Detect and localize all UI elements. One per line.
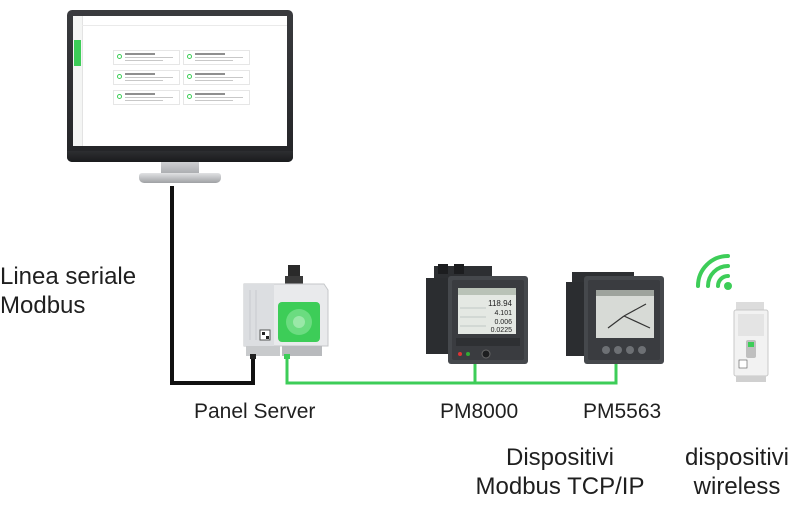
screen-tile <box>183 50 250 65</box>
screen-topbar <box>82 16 287 26</box>
screen-tile <box>183 90 250 105</box>
pm5563-meter <box>566 272 664 364</box>
monitor-screen <box>73 16 287 146</box>
wireless-devices-label-line1: dispositivi <box>684 444 790 471</box>
pm5563-label: PM5563 <box>583 400 662 423</box>
ethernet-wire <box>285 355 618 385</box>
wireless-devices-label: dispositivi wireless <box>676 443 798 501</box>
screen-tile <box>183 70 250 85</box>
serial-line-label-line1: Linea seriale <box>0 263 137 290</box>
pm8000-reading: 4.101 <box>494 310 512 317</box>
wireless-devices-label-line2: wireless <box>693 473 781 500</box>
pm8000-reading: 0.0225 <box>491 327 513 334</box>
screen-tile <box>113 90 180 105</box>
screen-tile <box>113 70 180 85</box>
pm8000-meter: 118.94 4.101 0.006 0.0225 <box>426 264 528 364</box>
screen-sidebar <box>73 16 83 146</box>
wifi-signal-icon <box>696 254 732 290</box>
pm8000-reading: 0.006 <box>494 319 512 326</box>
panel-server-label: Panel Server <box>194 400 316 423</box>
tcp-devices-label-line1: Dispositivi <box>505 444 615 471</box>
pm8000-reading: 118.94 <box>488 299 512 308</box>
panel-server-device <box>243 265 329 359</box>
serial-line-label: Linea seriale Modbus <box>0 262 136 320</box>
wireless-breaker-device <box>733 302 769 382</box>
serial-line-label-line2: Modbus <box>0 292 86 319</box>
tcp-devices-label-line2: Modbus TCP/IP <box>475 473 645 500</box>
screen-tile <box>113 50 180 65</box>
monitor-bezel <box>67 10 293 162</box>
monitor <box>67 10 293 186</box>
pm8000-label: PM8000 <box>440 400 519 423</box>
serial-modbus-wire <box>170 186 255 385</box>
tcp-devices-label: Dispositivi Modbus TCP/IP <box>452 443 668 501</box>
